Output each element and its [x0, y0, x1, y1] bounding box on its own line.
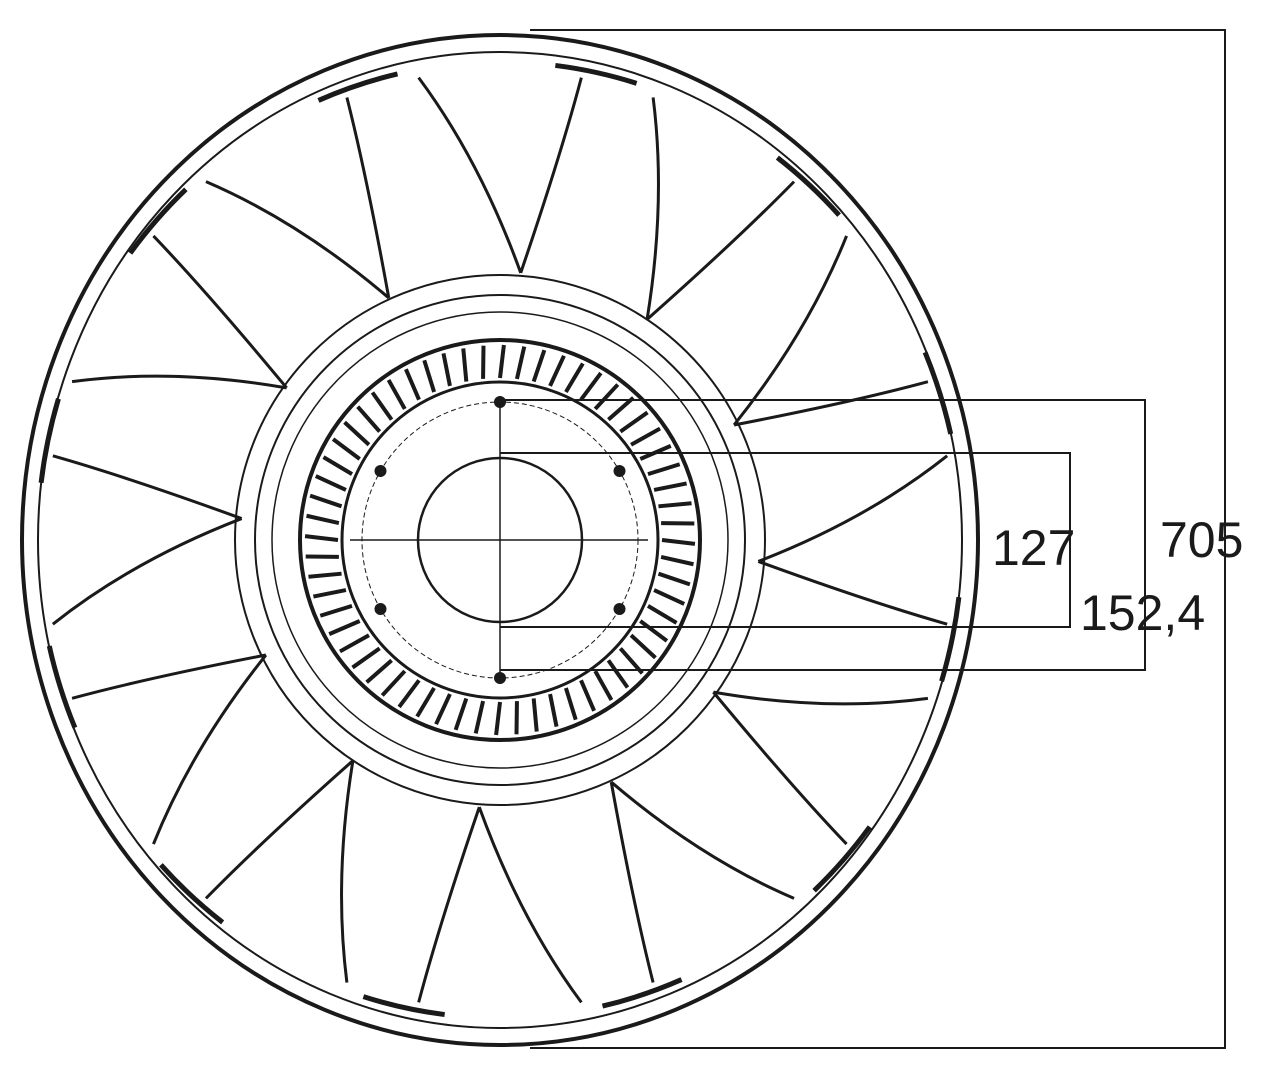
cooling-fin — [441, 352, 452, 387]
fan-blade — [732, 235, 929, 427]
blade-tip-shroud — [601, 977, 683, 1009]
cooling-fin — [339, 633, 370, 654]
cooling-fin — [548, 354, 566, 387]
dim-152-4-line — [500, 399, 1146, 671]
cooling-fin — [647, 462, 681, 477]
cooling-fin — [328, 619, 361, 636]
fan-blade — [71, 234, 288, 390]
dimension-127-label: 127 — [992, 520, 1075, 576]
fan-blade — [417, 806, 583, 1004]
cooling-fin — [653, 481, 688, 492]
cooling-fin — [356, 405, 382, 433]
fan-blade — [71, 653, 268, 845]
fan-blade — [204, 759, 355, 983]
bolt-hole — [613, 603, 626, 615]
hub-ring-inner — [271, 311, 729, 769]
dim-705-line — [530, 29, 1226, 1049]
cooling-fin — [606, 659, 630, 689]
cooling-fin — [653, 588, 686, 606]
cooling-fin — [498, 344, 506, 379]
cooling-fin — [453, 697, 469, 731]
fan — [20, 33, 980, 1047]
cooling-fin — [607, 396, 635, 422]
bolt-hole — [613, 465, 626, 477]
cooling-fin — [593, 670, 614, 701]
cooling-fin — [461, 348, 469, 382]
cooling-fin — [629, 633, 657, 660]
dim-127-line — [500, 452, 1071, 628]
cooling-fin — [593, 383, 620, 411]
bolt-hole — [374, 465, 387, 477]
cooling-fin — [308, 571, 342, 579]
cooling-fin — [314, 474, 347, 492]
cooling-fin — [322, 455, 354, 476]
cooling-fin — [306, 513, 340, 526]
fan-blades — [38, 62, 962, 1018]
cooling-fin — [309, 493, 343, 509]
fan-blade — [609, 780, 795, 983]
cooling-fin — [494, 701, 502, 736]
cooling-fin — [579, 371, 603, 401]
blade-tip-shroud — [555, 62, 638, 86]
cooling-fin — [548, 693, 559, 728]
cooling-fin — [404, 368, 421, 401]
blade-tip-shroud — [46, 645, 78, 729]
cooling-fin — [619, 410, 649, 434]
blade-tip-shroud — [939, 596, 962, 682]
dimension-705-label: 705 — [1160, 512, 1243, 568]
cooling-fin — [312, 588, 347, 599]
cooling-fin — [386, 379, 407, 410]
cooling-fin — [563, 687, 578, 721]
dimension-lines — [500, 29, 1226, 1049]
cooling-fin — [415, 686, 436, 718]
blade-tip-shroud — [812, 825, 872, 893]
cooling-fin — [658, 501, 692, 509]
blade-tip-shroud — [362, 994, 445, 1018]
cooling-fin — [304, 534, 339, 542]
blade-tip-shroud — [159, 863, 225, 925]
cooling-fin — [657, 571, 691, 587]
cooling-fin — [661, 538, 696, 546]
cooling-fin — [365, 658, 393, 684]
cooling-fin — [473, 700, 486, 734]
cooling-fin — [319, 603, 353, 618]
blade-tip-shroud — [317, 71, 399, 103]
fan-blade — [712, 690, 929, 846]
cooling-fin — [646, 604, 678, 625]
fan-inner-ring — [37, 51, 963, 1029]
cooling-fin — [434, 693, 452, 726]
hub-ring-middle — [254, 294, 746, 786]
fan-blade — [205, 97, 391, 300]
fan-outer-ring — [20, 33, 980, 1047]
blade-tip-shroud — [38, 398, 61, 484]
cooling-fin — [343, 420, 371, 447]
cooling-fin — [579, 679, 596, 712]
cooling-fin — [531, 698, 539, 732]
cooling-fin — [639, 619, 669, 643]
cooling-fin — [630, 426, 661, 447]
bolt-hole — [374, 603, 387, 615]
fan-blade — [51, 454, 243, 626]
cooling-fin — [514, 346, 527, 380]
fan-blade — [417, 76, 583, 274]
cooling-fin — [660, 554, 694, 567]
cooling-fin — [380, 669, 407, 697]
blade-tip-shroud — [128, 187, 188, 255]
cooling-fin — [531, 349, 547, 383]
dimension-152-4-label: 152,4 — [1080, 585, 1205, 641]
cooling-fin — [331, 437, 361, 461]
cooling-fin — [422, 359, 437, 393]
blade-tip-shroud — [922, 351, 954, 435]
hub-ring-outer — [234, 274, 766, 806]
blade-tip-shroud — [775, 155, 841, 217]
cooling-fin — [370, 391, 394, 421]
clutch-cooling-fins — [304, 344, 696, 736]
cooling-fin — [564, 362, 585, 394]
cooling-fin — [351, 646, 381, 670]
fan-blade — [757, 454, 949, 626]
fan-blade — [645, 97, 796, 321]
cooling-fin — [397, 679, 421, 709]
